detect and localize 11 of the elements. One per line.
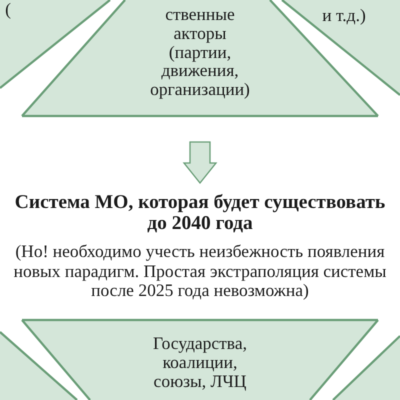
trapezoid-shape bbox=[333, 336, 400, 400]
node-text: и т.д.) bbox=[322, 5, 366, 25]
trapezoid-shape bbox=[0, 0, 110, 88]
node-text: ( bbox=[5, 0, 11, 19]
node-text: ственные акторы (партии, движения, организации) bbox=[150, 4, 250, 100]
heading-text: Система МО, которая будет существовать до 2040 года bbox=[14, 192, 386, 234]
note-text: (Но! необходимо учесть неизбежность появления новых парадигм. Простая экстраполяция системы после 2025 года невозможна) bbox=[14, 241, 386, 300]
node-text: Государства, коалиции, союзы, ЛЧЦ bbox=[153, 333, 247, 391]
block-arrow bbox=[182, 141, 218, 184]
trapezoid-shape bbox=[282, 0, 400, 95]
trapezoid-shape bbox=[0, 332, 77, 400]
